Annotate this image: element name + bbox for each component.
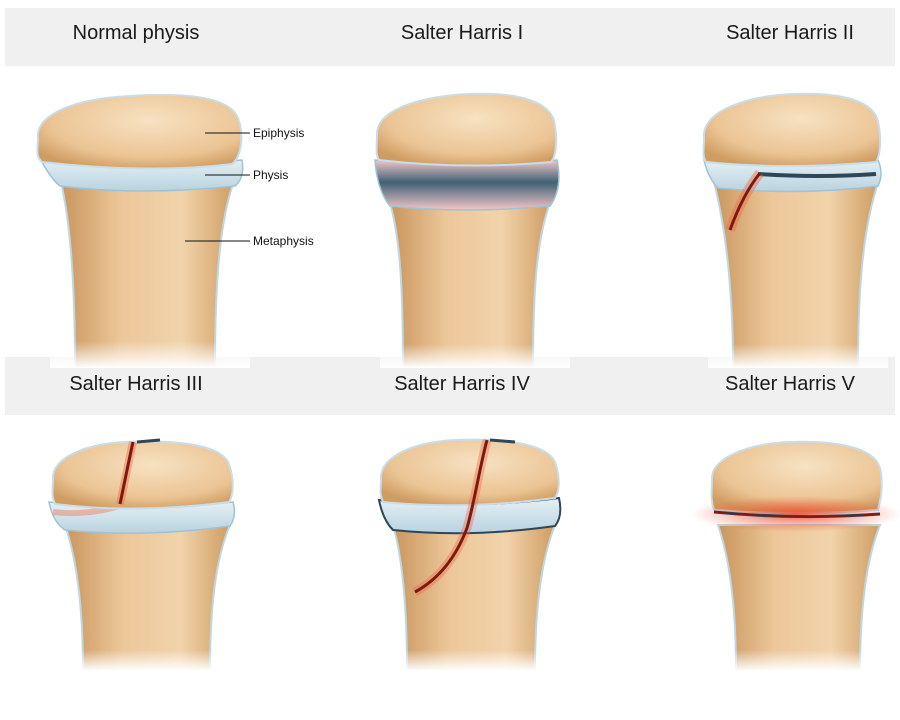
label-epiphysis: Epiphysis	[253, 126, 304, 140]
diagram-salter-harris-2	[688, 78, 900, 368]
diagram-salter-harris-3	[25, 430, 325, 720]
title-salter-harris-2: Salter Harris II	[660, 22, 900, 45]
title-salter-harris-5: Salter Harris V	[660, 373, 900, 396]
label-metaphysis: Metaphysis	[253, 234, 314, 248]
diagram-salter-harris-4	[355, 430, 655, 720]
title-salter-harris-3: Salter Harris III	[6, 373, 266, 396]
diagram-salter-harris-1	[355, 78, 655, 368]
diagram-salter-harris-5	[688, 430, 900, 720]
title-normal-physis: Normal physis	[6, 22, 266, 45]
label-physis: Physis	[253, 168, 288, 182]
diagram-normal-physis	[20, 78, 320, 368]
title-salter-harris-1: Salter Harris I	[332, 22, 592, 45]
title-salter-harris-4: Salter Harris IV	[332, 373, 592, 396]
